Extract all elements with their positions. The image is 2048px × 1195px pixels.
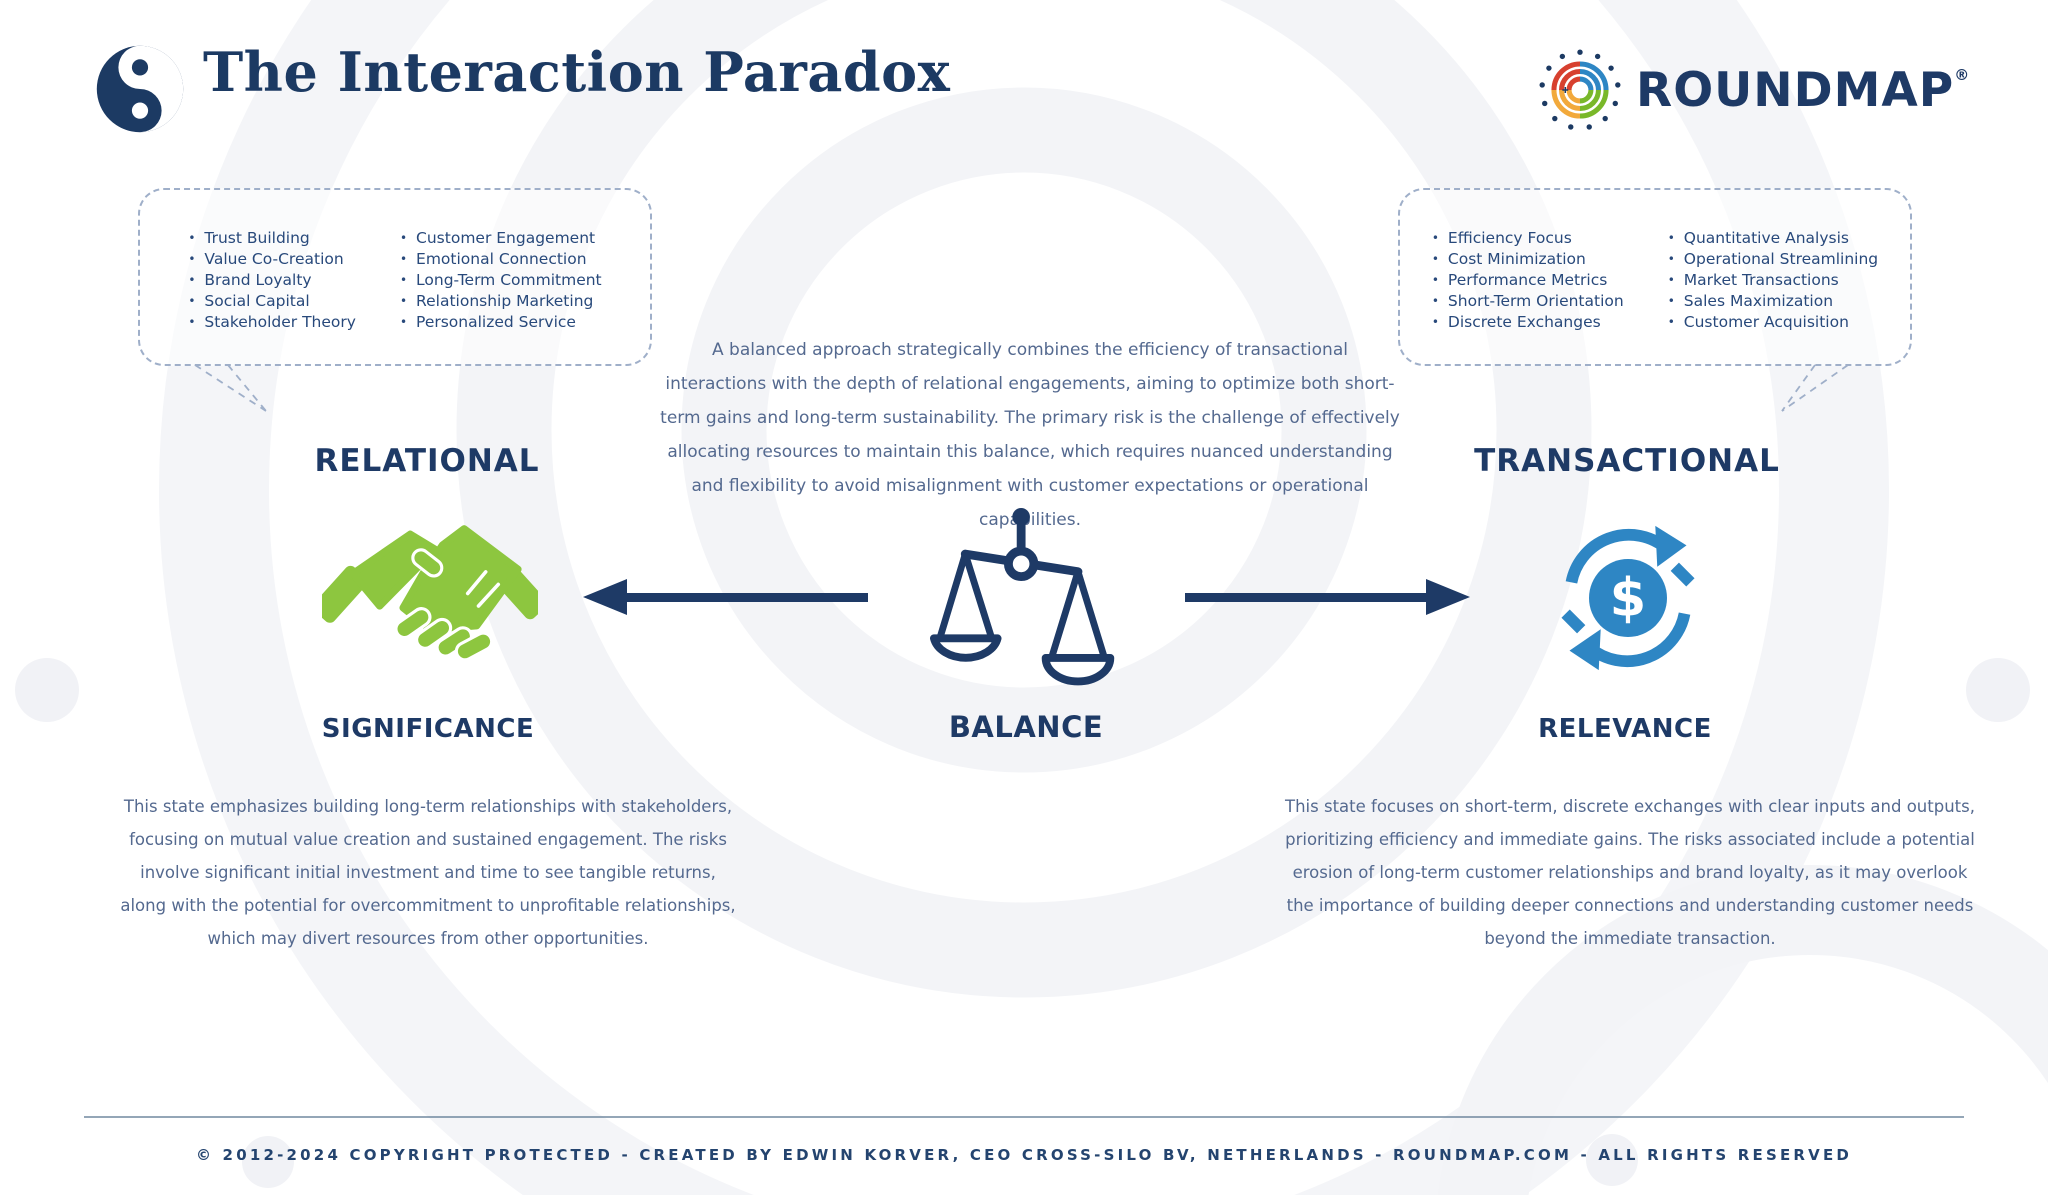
footer-divider xyxy=(84,1116,1964,1118)
bubble-item: Customer Engagement xyxy=(400,228,602,249)
balance-paragraph: A balanced approach strategically combin… xyxy=(660,340,1400,530)
bubble-item: Brand Loyalty xyxy=(188,270,356,291)
significance-label: SIGNIFICANCE xyxy=(321,714,535,744)
balance-scale-icon xyxy=(930,508,1115,686)
bubble-item: Performance Metrics xyxy=(1432,270,1624,291)
bubble-item: Operational Streamlining xyxy=(1668,249,1878,270)
dollar-sign: $ xyxy=(1610,568,1647,629)
bubble-item: Long-Term Commitment xyxy=(400,270,602,291)
bubble-item: Quantitative Analysis xyxy=(1668,228,1878,249)
transactional-bubble-col1: Efficiency FocusCost MinimizationPerform… xyxy=(1432,228,1624,364)
bubble-item: Personalized Service xyxy=(400,312,602,333)
bubble-item: Relationship Marketing xyxy=(400,291,602,312)
brand-name: ROUNDMAP xyxy=(1636,63,1955,118)
relevance-label: RELEVANCE xyxy=(1538,714,1712,744)
relational-paragraph: This state emphasizes building long-term… xyxy=(120,797,736,948)
relational-heading: RELATIONAL xyxy=(314,443,540,479)
bubble-item: Market Transactions xyxy=(1668,270,1878,291)
balance-label: BALANCE xyxy=(948,710,1104,744)
relational-bubble-col1: Trust BuildingValue Co-CreationBrand Loy… xyxy=(188,228,356,364)
bubble-item: Social Capital xyxy=(188,291,356,312)
bubble-item: Cost Minimization xyxy=(1432,249,1624,270)
bubble-item: Emotional Connection xyxy=(400,249,602,270)
bubble-item: Short-Term Orientation xyxy=(1432,291,1624,312)
bubble-item: Sales Maximization xyxy=(1668,291,1878,312)
relational-bubble-tail xyxy=(194,364,267,412)
transactional-paragraph: This state focuses on short-term, discre… xyxy=(1285,797,1975,948)
page-title: The Interaction Paradox xyxy=(203,40,951,104)
bubble-item: Trust Building xyxy=(188,228,356,249)
transactional-bubble-tail xyxy=(1781,364,1849,412)
money-cycle-icon: $ xyxy=(1561,525,1695,671)
bubble-item: Customer Acquisition xyxy=(1668,312,1878,333)
relational-bubble-col2: Customer EngagementEmotional ConnectionL… xyxy=(400,228,602,364)
yin-yang-icon xyxy=(96,45,184,133)
footer-text: © 2012-2024 COPYRIGHT PROTECTED - CREATE… xyxy=(195,1146,1853,1164)
transactional-bubble-col2: Quantitative AnalysisOperational Streaml… xyxy=(1668,228,1878,364)
brand-registered-mark: ® xyxy=(1954,66,1970,84)
left-arrow-icon xyxy=(583,579,868,615)
transactional-heading: TRANSACTIONAL xyxy=(1474,443,1780,479)
transactional-bubble: Efficiency FocusCost MinimizationPerform… xyxy=(1398,188,1912,366)
handshake-icon xyxy=(322,525,538,662)
bubble-item: Value Co-Creation xyxy=(188,249,356,270)
bubble-item: Stakeholder Theory xyxy=(188,312,356,333)
right-arrow-icon xyxy=(1185,579,1470,615)
bubble-item: Discrete Exchanges xyxy=(1432,312,1624,333)
bubble-item: Efficiency Focus xyxy=(1432,228,1624,249)
relational-bubble: Trust BuildingValue Co-CreationBrand Loy… xyxy=(138,188,652,366)
roundmap-logo-icon xyxy=(1539,49,1621,130)
brand-logo: ROUNDMAP ® xyxy=(1538,48,1969,134)
